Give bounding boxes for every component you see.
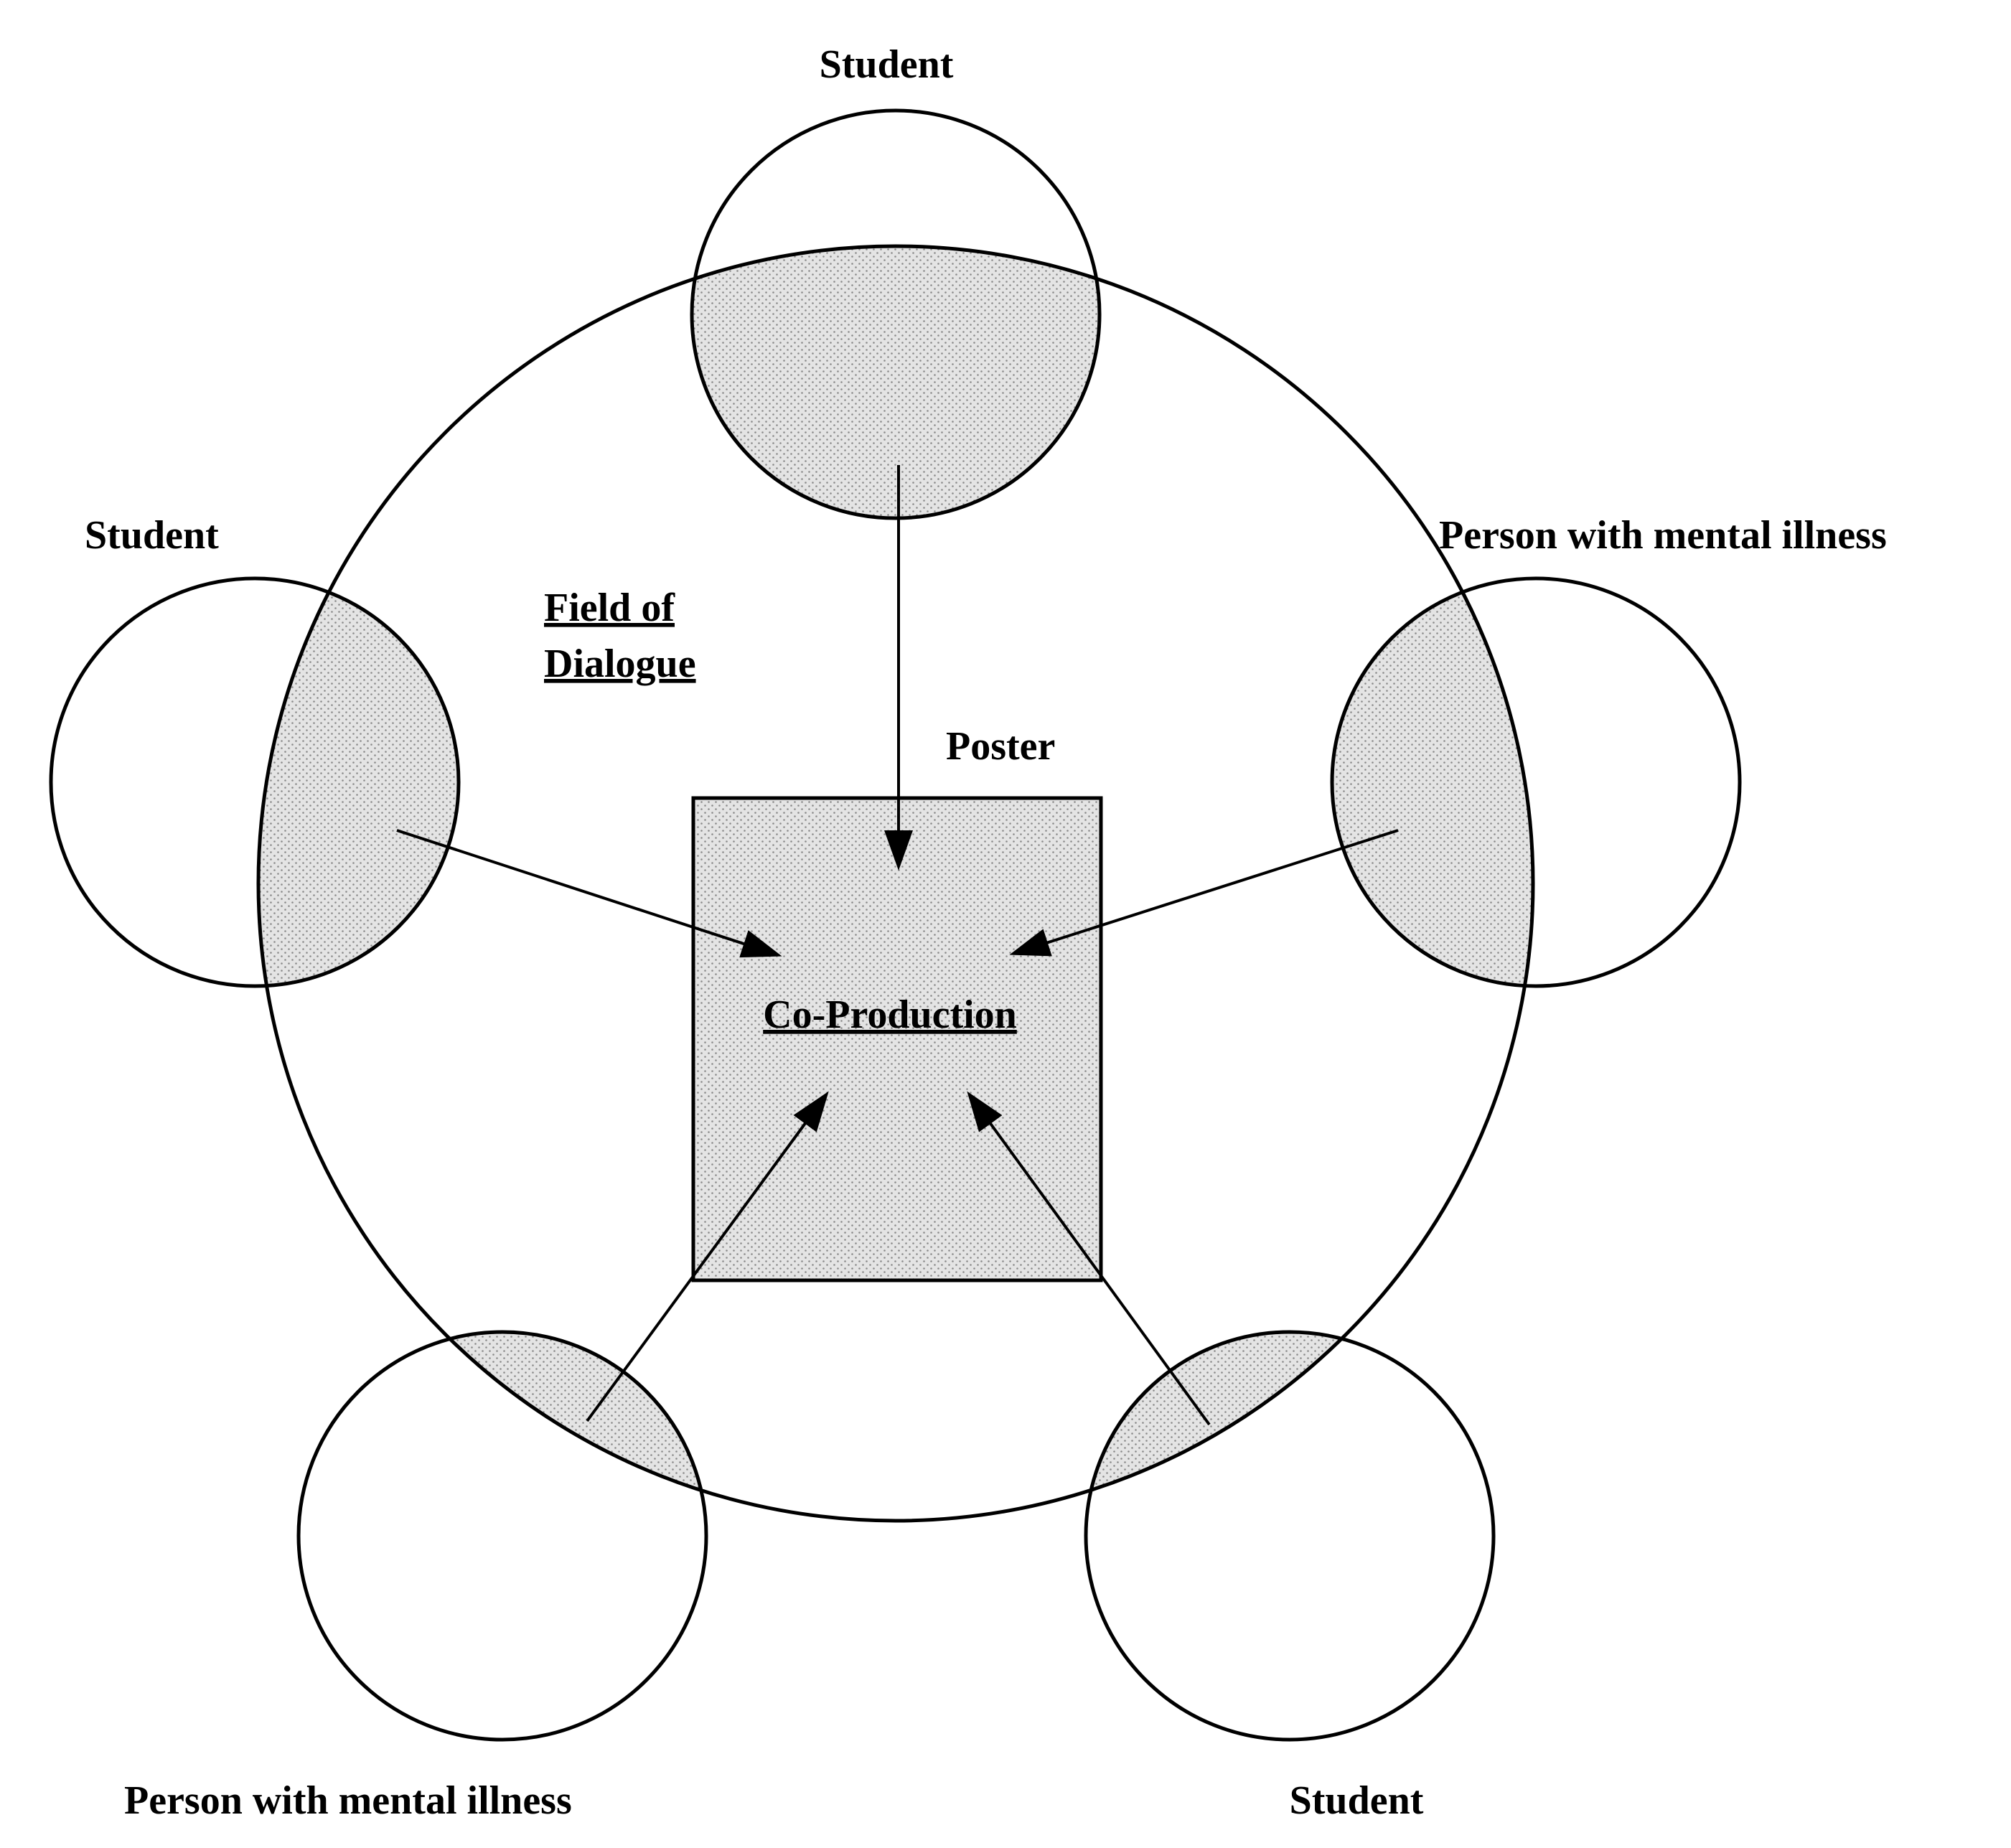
label-left-participant: Student: [85, 513, 219, 558]
participant-circle-right: [1330, 576, 1742, 988]
overlap-left: [258, 578, 459, 986]
label-right-participant: Person with mental illness: [1439, 513, 1887, 558]
overlap-right: [1332, 578, 1533, 986]
arrow-left: [396, 829, 782, 958]
participant-circle-left: [49, 576, 461, 988]
arrow-bottom-left: [586, 1091, 829, 1422]
label-bottom-right-participant: Student: [1290, 1778, 1424, 1823]
field-of-dialogue-circle: [256, 244, 1535, 1523]
overlap-bottom-right: [1086, 1332, 1494, 1521]
arrow-right: [1009, 829, 1399, 957]
poster-rectangle: [691, 796, 1103, 1282]
poster-label: Poster: [946, 724, 1055, 769]
participant-circle-top: [690, 108, 1102, 520]
field-label-line1: Field of: [544, 586, 675, 630]
participant-circle-bottom-left: [296, 1330, 708, 1742]
overlap-top: [692, 246, 1100, 518]
label-bottom-left-participant: Person with mental illness: [124, 1778, 572, 1823]
label-top-participant: Student: [820, 42, 954, 87]
overlap-bottom-left: [299, 1332, 706, 1521]
participant-circle-bottom-right: [1084, 1330, 1496, 1742]
arrow-bottom-right: [967, 1091, 1211, 1426]
co-production-label: Co-Production: [763, 993, 1017, 1037]
field-label-line2: Dialogue: [544, 642, 696, 686]
